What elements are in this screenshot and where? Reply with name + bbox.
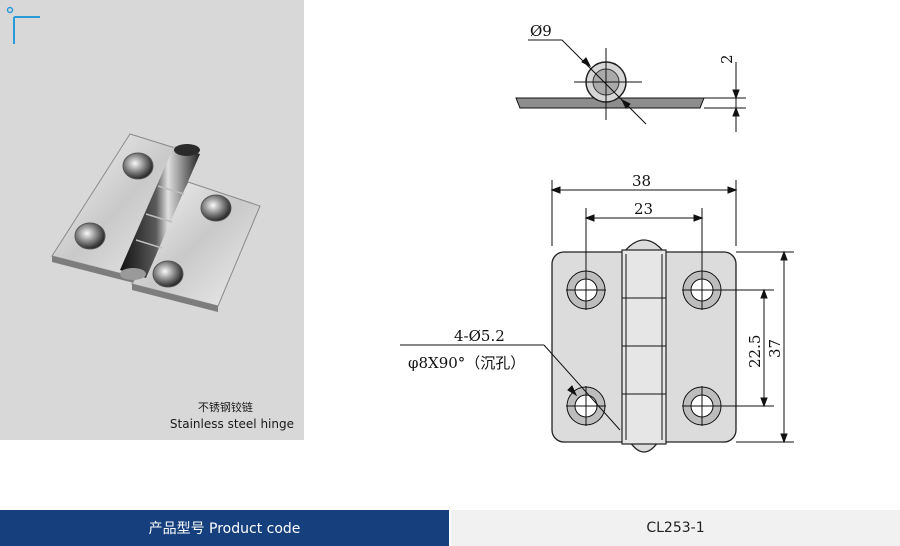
product-code-value: CL253-1	[451, 510, 900, 546]
dim-thickness: 2	[718, 54, 736, 64]
technical-drawing: Ø9 2 38 23 22.5 37 4-Ø5.2 φ8X90°（沉孔）	[400, 22, 794, 453]
product-name-cn: 不锈钢铰链	[197, 401, 253, 414]
dim-hole-spacing-x: 23	[634, 200, 653, 218]
product-caption: 不锈钢铰链 Stainless steel hinge	[170, 400, 294, 432]
product-photo-panel: 不锈钢铰链 Stainless steel hinge	[0, 0, 304, 440]
corner-bracket-icon	[6, 6, 40, 44]
product-code-label: 产品型号 Product code	[0, 510, 449, 546]
dim-width-total: 38	[632, 172, 651, 190]
mount-holes	[566, 270, 722, 426]
side-view	[515, 39, 746, 132]
product-name-en: Stainless steel hinge	[169, 417, 294, 431]
dim-countersink: φ8X90°（沉孔）	[408, 354, 525, 372]
dim-holes: 4-Ø5.2	[454, 327, 505, 345]
hinge-photo	[51, 133, 261, 312]
dim-hole-spacing-y: 22.5	[746, 335, 764, 368]
product-code-bar: 产品型号 Product code CL253-1	[0, 510, 900, 546]
dim-height-total: 37	[766, 339, 784, 358]
dim-pin-diameter: Ø9	[530, 22, 552, 40]
front-view	[400, 180, 794, 453]
